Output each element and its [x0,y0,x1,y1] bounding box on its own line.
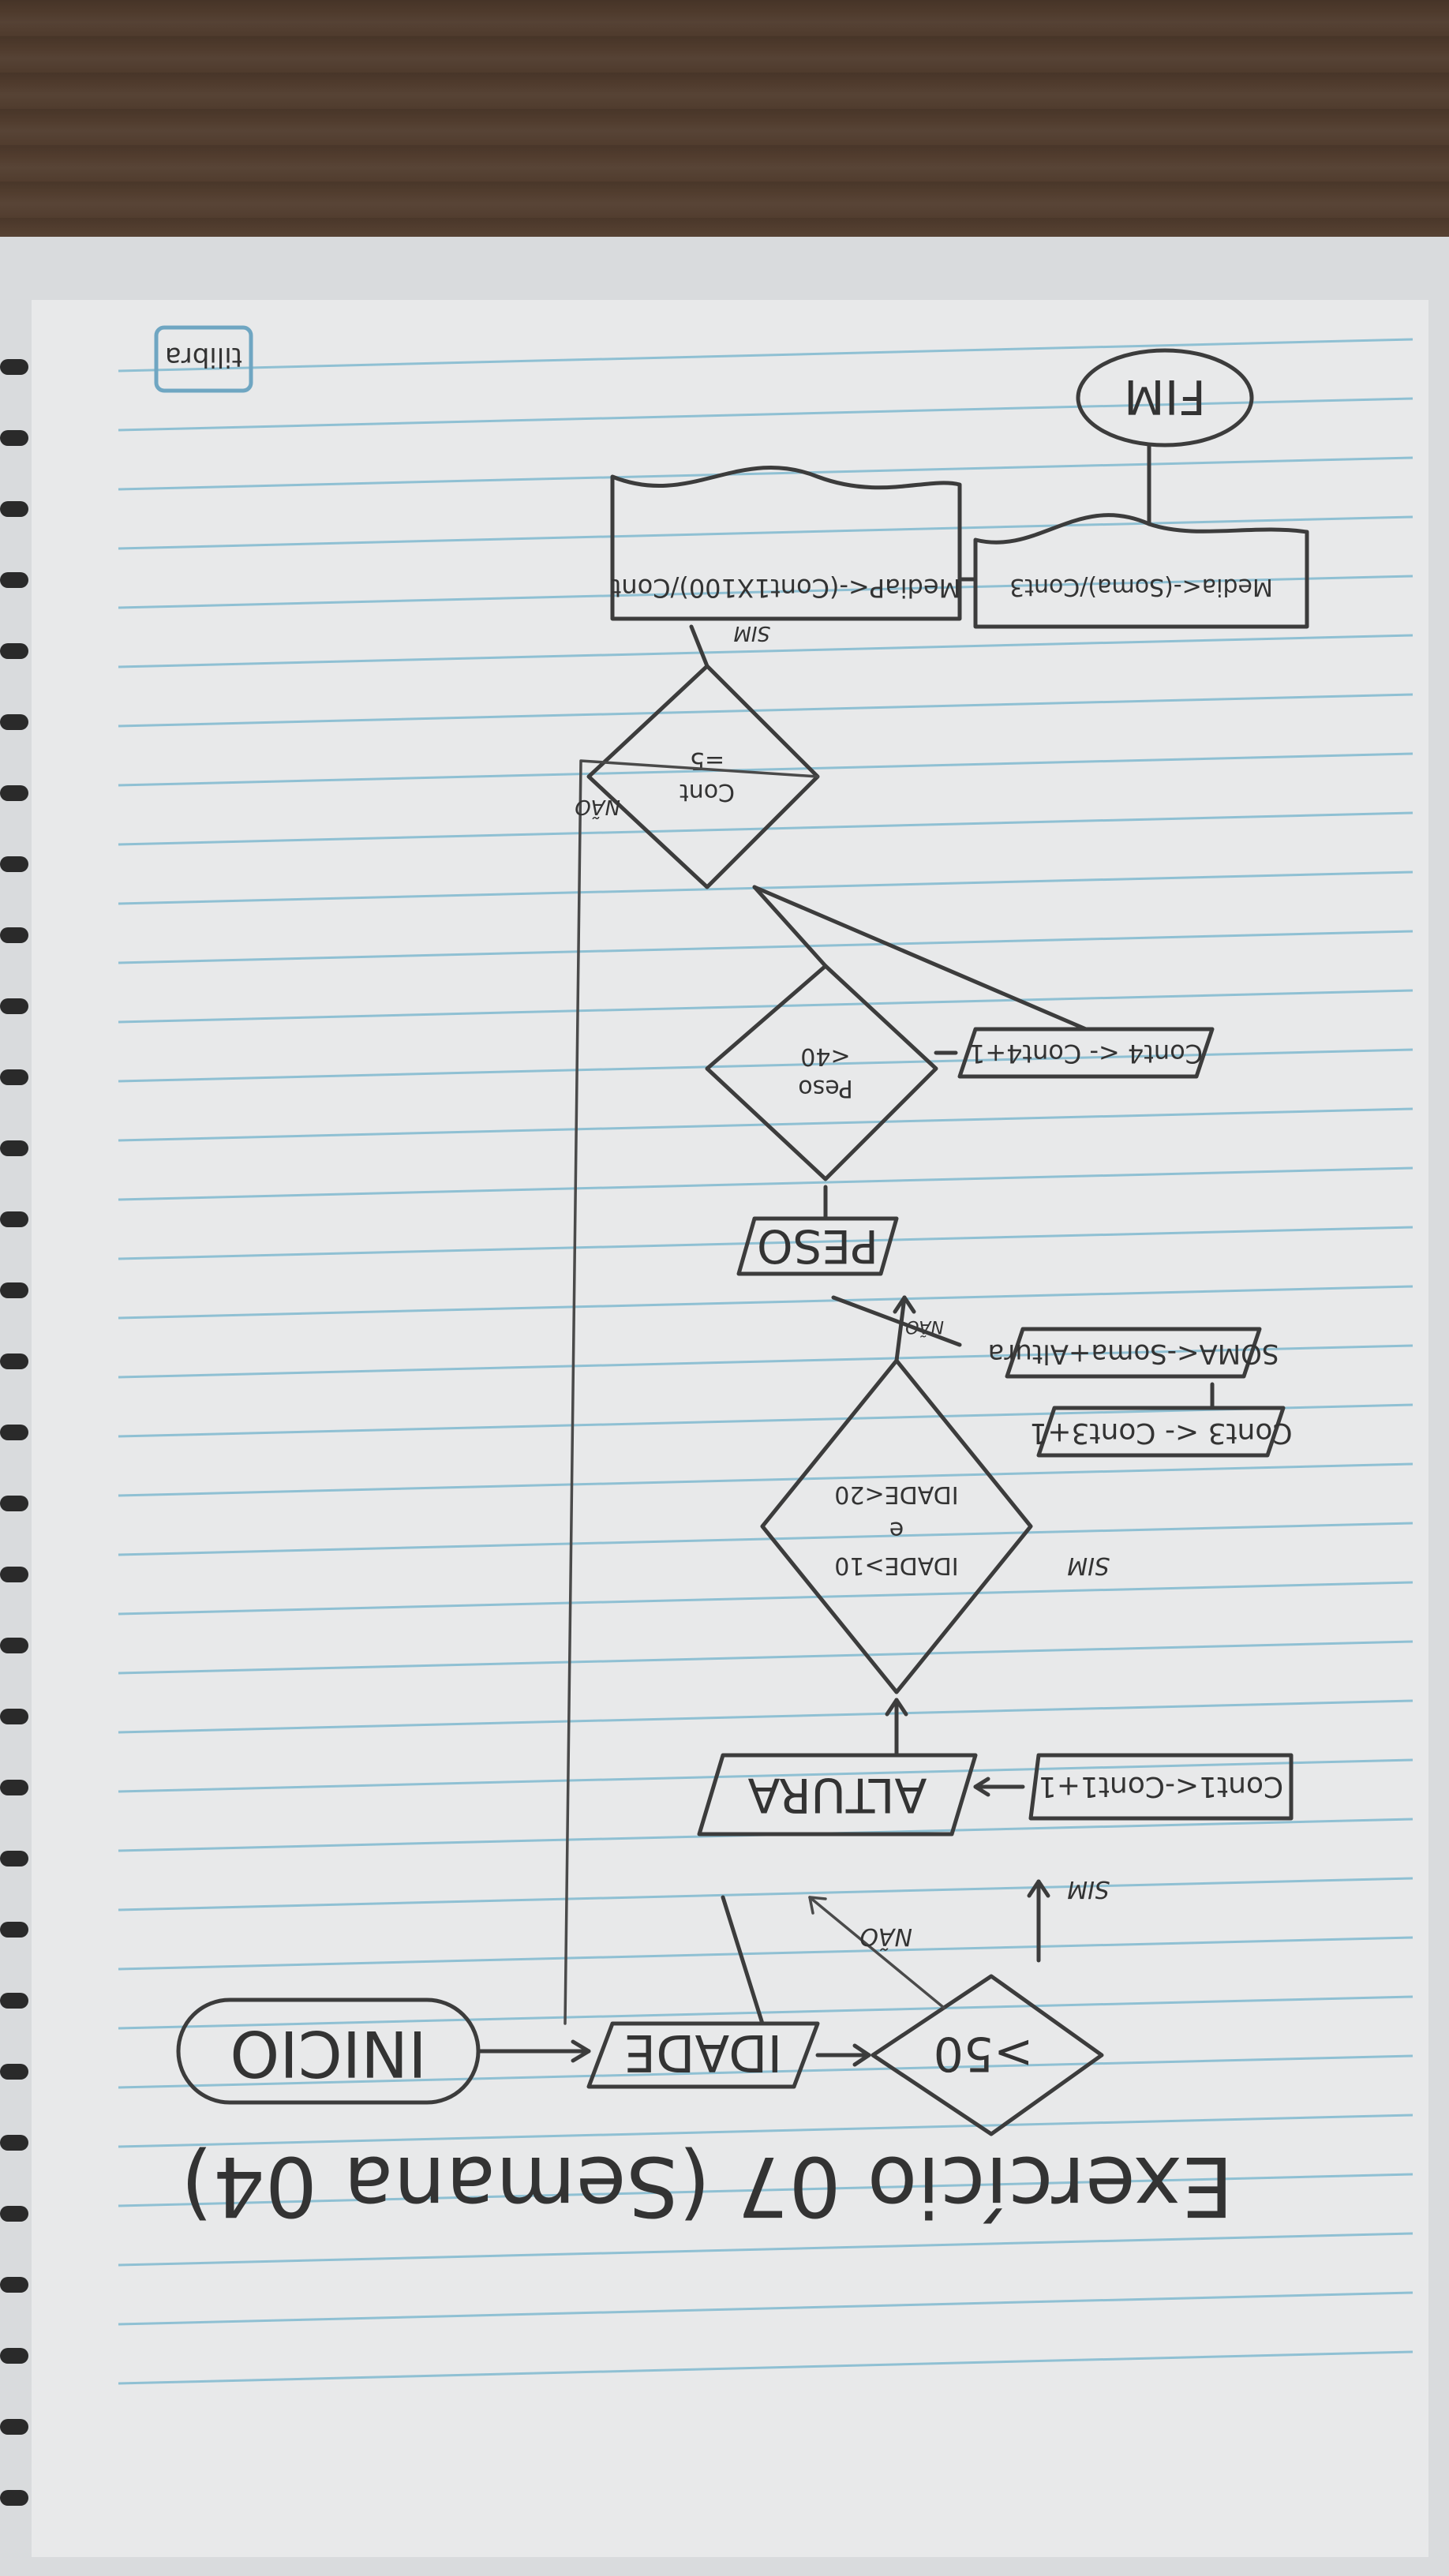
input-idade [586,2021,820,2089]
label-nao-idade: NÃO [859,1923,912,1951]
label-sim-cont: SIM [733,621,770,645]
assign-cont4 [957,1027,1215,1079]
input-altura [697,1753,978,1837]
assign-cont1 [1028,1753,1294,1821]
page-title: Exercício 07 (Semana 04) [181,2138,1234,2234]
assign-cont1-label: Cont1<-Cont1+1 [1039,1770,1283,1803]
decision-range-line1: IDADE>10 [834,1552,958,1579]
input-idade-label: IDADE [624,2023,783,2081]
input-peso-label: PESO [757,1219,878,1273]
start-label: INICIO [230,2016,426,2090]
decision-peso-line1: Peso [798,1074,852,1102]
decision-peso-line2: <40 [800,1043,850,1070]
label-nao-cont: NÃO [575,795,620,820]
output-media-p-label: MediaP<-(Cont1X100)/Cont [612,573,960,603]
decision-cont-line1: Cont [680,778,735,806]
label-sim-idade: SIM [1067,1875,1110,1903]
input-peso [736,1216,899,1276]
assign-cont4-label: Cont4 <- Cont4+1 [969,1039,1203,1069]
output-media [973,513,1309,629]
spiral-binding [0,359,28,2506]
end-terminal [1076,348,1254,447]
assign-soma-label: SOMA<-Soma+Altura [988,1338,1279,1369]
decision-idade-label: >50 [934,2026,1034,2081]
input-altura-label: ALTURA [747,1767,927,1822]
label-sim-range: SIM [1067,1552,1110,1579]
brand-logo-frame [154,325,253,393]
assign-cont3-label: Cont3 <- Cont3+1 [1029,1417,1292,1449]
notebook-page [32,300,1428,2557]
assign-soma [1005,1327,1262,1379]
assign-cont3 [1036,1406,1286,1458]
brand-logo: tilibra [165,341,242,373]
decision-idade [871,1974,1104,2136]
decision-peso [705,964,938,1181]
loop-back-line [564,759,819,2025]
decision-range-line3: IDADE<20 [834,1481,958,1508]
output-media-label: Media<-(Soma)/Cont3 [1009,573,1273,601]
decision-cont [586,664,820,889]
output-media-p [610,465,962,621]
end-label: FIM [1124,369,1206,424]
decision-range-line2: e [889,1516,904,1544]
